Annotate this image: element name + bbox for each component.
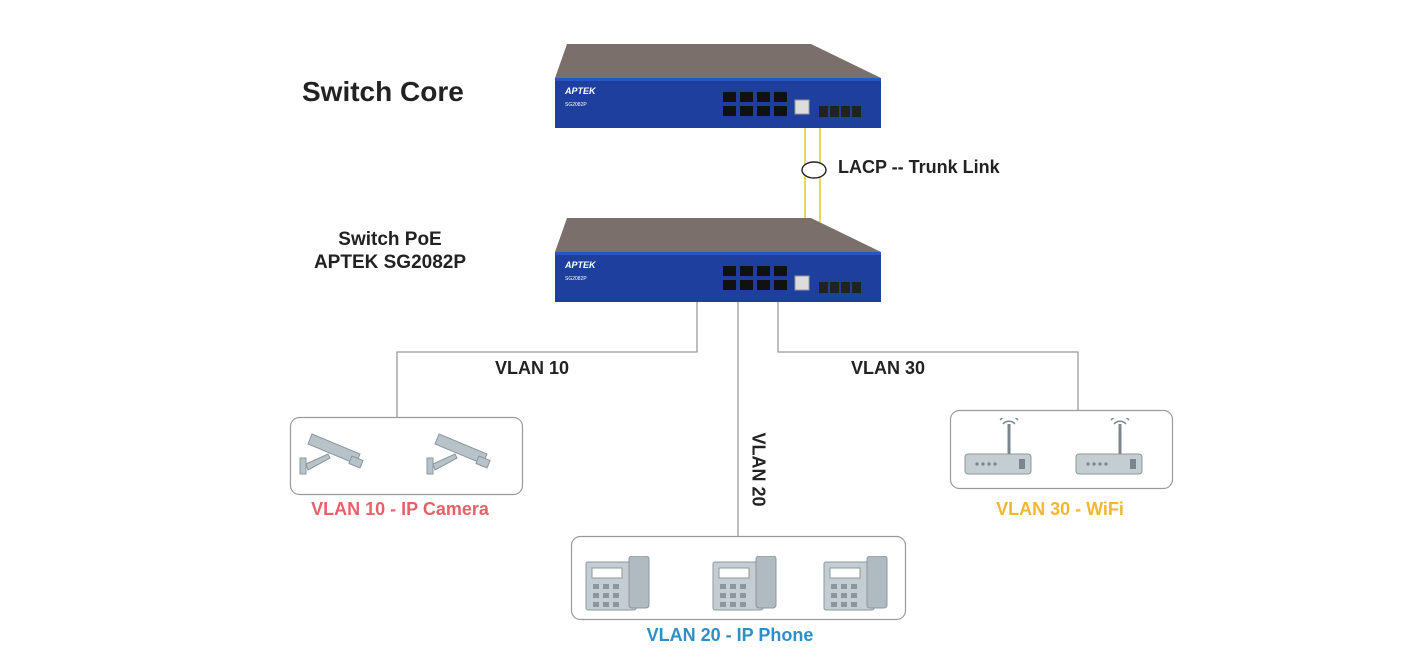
camera-caption: VLAN 10 - IP Camera	[311, 499, 489, 519]
vlan10-line	[396, 302, 698, 418]
phone-group-box	[570, 535, 907, 621]
switch-poe-line1: Switch PoE	[338, 229, 442, 250]
switch-core-title: Switch Core	[302, 76, 464, 107]
vlan30-line	[777, 302, 1079, 410]
wifi-group-box	[949, 409, 1174, 490]
ip-phone-icon	[585, 556, 650, 611]
poe-switch: APTEK SG2082P	[555, 218, 881, 302]
lacp-ellipse	[801, 161, 827, 179]
vlan30-label: VLAN 30	[851, 358, 926, 378]
switch-poe-title: Switch PoE APTEK SG2082P	[300, 228, 480, 274]
wifi-router-icon	[964, 418, 1032, 475]
cctv-camera-icon	[426, 433, 491, 475]
camera-group-box	[289, 416, 524, 496]
wifi-router-icon	[1075, 418, 1143, 475]
switch-poe-line2: APTEK SG2082P	[313, 252, 467, 273]
core-model-text: SG2082P	[565, 102, 587, 108]
phone-caption: VLAN 20 - IP Phone	[646, 625, 814, 645]
core-switch: APTEK SG2082P	[555, 44, 881, 128]
lacp-label: LACP -- Trunk Link	[838, 157, 1000, 177]
poe-model-text: SG2082P	[565, 276, 587, 282]
wifi-caption: VLAN 30 - WiFi	[996, 499, 1124, 519]
cctv-camera-icon	[299, 433, 364, 475]
core-brand-text: APTEK	[564, 86, 597, 96]
ip-phone-icon	[823, 556, 888, 611]
vlan20-label: VLAN 20	[748, 432, 769, 507]
ip-phone-icon	[712, 556, 777, 611]
vlan10-label: VLAN 10	[495, 358, 570, 378]
poe-brand-text: APTEK	[564, 260, 597, 270]
